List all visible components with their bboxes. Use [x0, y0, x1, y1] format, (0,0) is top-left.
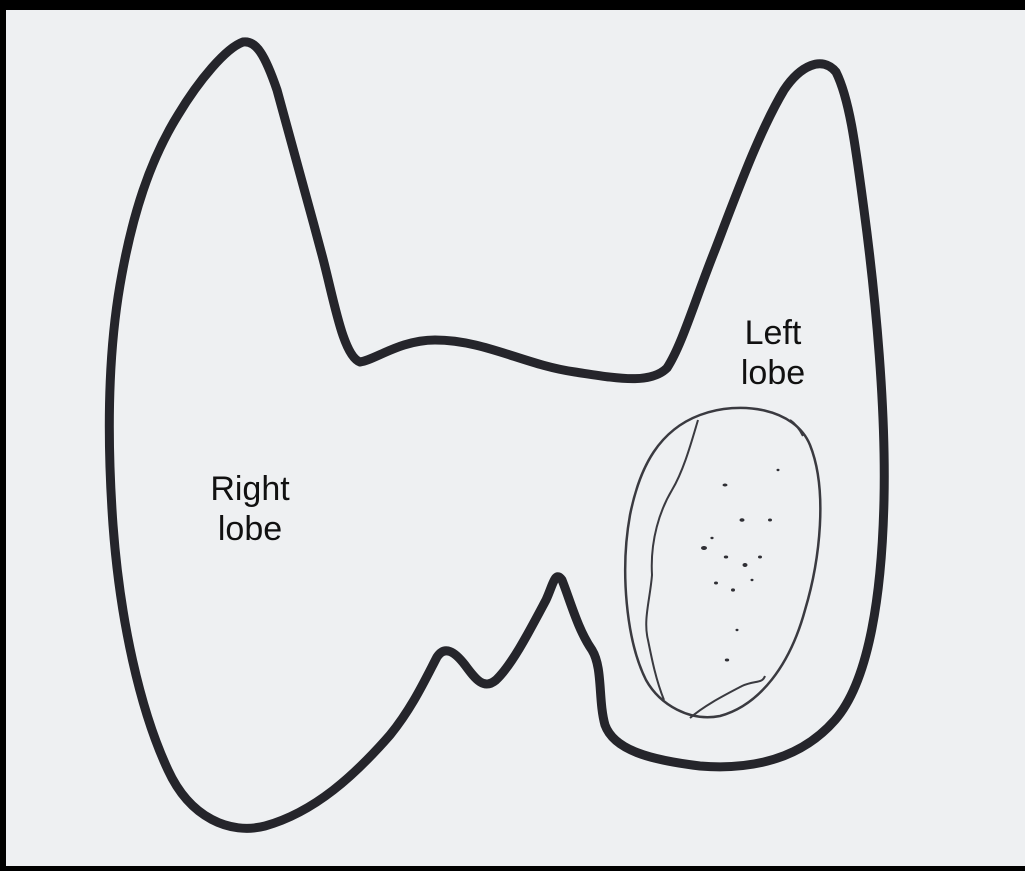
thyroid-outline: [109, 42, 884, 828]
right-lobe-label-line2: lobe: [180, 509, 320, 549]
nodule-speckles: [701, 469, 780, 662]
left-lobe-label: Left lobe: [718, 313, 828, 393]
right-lobe-label: Right lobe: [180, 469, 320, 549]
left-lobe-label-line1: Left: [718, 313, 828, 353]
left-lobe-label-line2: lobe: [718, 353, 828, 393]
right-lobe-label-line1: Right: [180, 469, 320, 509]
nodule-inner-line: [646, 420, 803, 718]
